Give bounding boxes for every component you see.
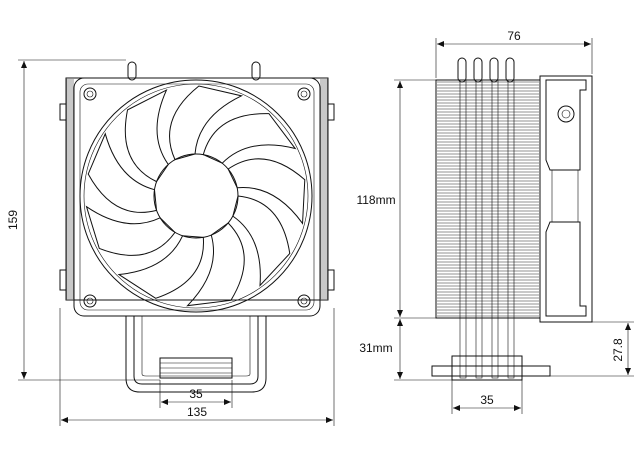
side-heatpipes: [459, 79, 515, 379]
dim-side-fin-height: 118mm: [356, 193, 395, 207]
fan-blade: [117, 235, 204, 299]
fan-frame: [73, 77, 321, 317]
fan-blade: [85, 205, 176, 256]
side-fan-profile: [539, 75, 593, 323]
front-heatpipe-tops: [127, 61, 261, 81]
dim-front-base-width: 35: [189, 387, 203, 401]
side-view: [431, 57, 593, 381]
fan-clips: [59, 103, 335, 291]
fan-screw-holes: [83, 87, 311, 308]
side-heatpipe-tops: [457, 57, 515, 83]
fan-blade: [227, 158, 306, 225]
dim-side-base-right: 27.8: [611, 338, 625, 362]
fan-ring: [79, 79, 313, 313]
dimension-lines: [18, 38, 634, 426]
front-base-block: [159, 357, 233, 379]
front-view: [59, 61, 335, 393]
fan-blade: [232, 195, 291, 287]
side-base-plate: [431, 355, 551, 381]
fan-blade: [169, 85, 243, 161]
dim-front-width: 135: [187, 405, 207, 419]
fan-blades: [85, 85, 306, 307]
dim-side-base-width: 35: [480, 393, 494, 407]
dim-side-depth: 76: [507, 29, 521, 43]
dim-front-height: 159: [6, 210, 20, 230]
fan-blade: [87, 132, 158, 213]
fan-blade: [186, 222, 245, 307]
front-heatsink-fins: [65, 77, 329, 301]
fan-blade: [124, 88, 169, 183]
fan-blade: [202, 113, 297, 164]
fan-hub: [153, 153, 239, 239]
front-heatpipes-u: [125, 316, 267, 393]
dim-side-base-height: 31mm: [359, 341, 392, 355]
